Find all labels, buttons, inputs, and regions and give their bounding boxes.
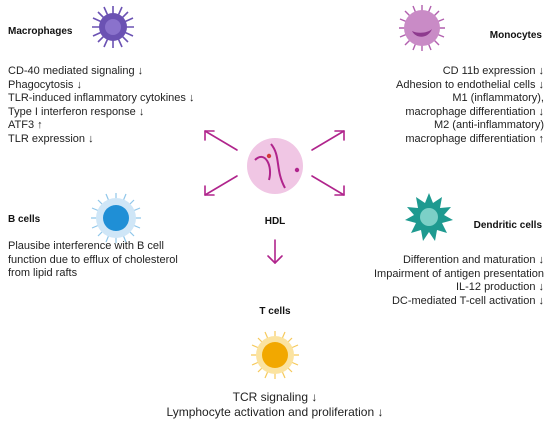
macrophage-icon xyxy=(92,6,134,48)
arrow-to-dendritic-cells xyxy=(311,175,345,196)
dendritic-cells-effects: Differention and maturation ↓ Impairment… xyxy=(294,254,544,308)
effect-line: M1 (inflammatory), xyxy=(452,92,544,104)
effect-line: macrophage differentiation ↓ xyxy=(405,105,544,118)
b-cells-title: B cells xyxy=(8,214,41,225)
effect-line: CD 11b expression ↓ xyxy=(442,65,544,77)
effect-line: Lymphocyte activation and proliferation … xyxy=(166,405,384,419)
effect-line: TLR expression ↓ xyxy=(8,132,94,145)
effect-line: function due to efflux of cholesterol xyxy=(8,253,178,266)
dendritic-cell-icon xyxy=(405,193,453,241)
monocyte-icon xyxy=(399,5,445,51)
monocytes-effects: CD 11b expression ↓ Adhesion to endothel… xyxy=(294,65,544,146)
macrophages-title: Macrophages xyxy=(8,26,73,37)
effect-line: M2 (anti-inflammatory) xyxy=(433,119,544,131)
b-cells-effects: Plausibe interference with B cell functi… xyxy=(8,240,258,281)
effect-line: ATF3 ↑ xyxy=(8,119,43,131)
effect-line: Differention and maturation ↓ xyxy=(402,254,544,266)
effect-line: IL-12 production ↓ xyxy=(455,281,544,293)
arrow-to-macrophages xyxy=(204,130,238,151)
effect-line: Adhesion to endothelial cells ↓ xyxy=(396,78,544,91)
b-cell-icon xyxy=(91,193,141,243)
effect-line: TLR-induced inflammatory cytokines ↓ xyxy=(8,92,195,104)
arrow-to-t-cells xyxy=(267,239,283,264)
monocytes-title: Monocytes xyxy=(489,30,542,41)
hdl-particle-icon xyxy=(247,138,303,194)
effect-line: Impairment of antigen presentation xyxy=(374,267,544,280)
effect-line: Phagocytosis ↓ xyxy=(8,78,82,91)
t-cells-title: T cells xyxy=(259,306,291,317)
macrophages-effects: CD-40 mediated signaling ↓ Phagocytosis … xyxy=(8,65,258,146)
effect-line: DC-mediated T-cell activation ↓ xyxy=(391,294,544,307)
effect-line: CD-40 mediated signaling ↓ xyxy=(8,65,144,77)
effect-line: macrophage differentiation ↑ xyxy=(405,132,544,145)
arrow-to-monocytes xyxy=(311,130,345,151)
effect-line: from lipid rafts xyxy=(8,267,78,279)
t-cells-effects: TCR signaling ↓ Lymphocyte activation an… xyxy=(125,390,425,420)
effect-line: Type I interferon response ↓ xyxy=(8,105,145,118)
arrow-to-b-cells xyxy=(204,175,238,196)
t-cell-icon xyxy=(251,331,299,379)
effect-line: Plausibe interference with B cell xyxy=(8,240,164,252)
hdl-label: HDL xyxy=(264,216,286,227)
dendritic-cells-title: Dendritic cells xyxy=(473,220,542,231)
effect-line: TCR signaling ↓ xyxy=(232,390,318,404)
